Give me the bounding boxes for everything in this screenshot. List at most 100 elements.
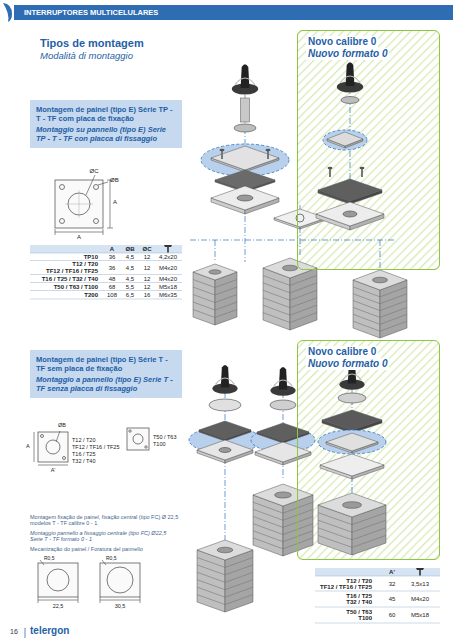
cell-joint <box>263 275 317 285</box>
dimension-line <box>65 204 93 205</box>
cell-joint <box>263 290 317 300</box>
outline <box>38 432 68 462</box>
knob-handle <box>279 367 287 390</box>
cell-joint <box>353 301 407 311</box>
cell-joint <box>263 298 317 308</box>
table-text: 68 <box>109 284 116 291</box>
part-face <box>316 202 384 226</box>
table-rule <box>30 282 182 283</box>
dimension-line <box>40 560 44 565</box>
table-text: 36 <box>109 265 116 272</box>
cell-joint <box>253 538 313 549</box>
table-text: T100 <box>358 615 372 622</box>
ring-nut <box>270 400 296 410</box>
table-text: 3,5x13 <box>411 581 429 588</box>
axis-line <box>225 392 226 540</box>
cell-joint <box>197 580 253 590</box>
table-text: 108 <box>107 292 117 299</box>
table-text: TF12 / TF16 / TF25 <box>72 444 119 450</box>
dimension-line <box>140 597 141 603</box>
hole <box>145 446 147 448</box>
cell-joint <box>193 287 237 295</box>
cell-joint <box>353 307 407 317</box>
italian-text: Montaggio su pannello (tipo E) Serie TP … <box>36 125 176 143</box>
table-text: ØB <box>58 422 66 428</box>
table-text: TF12 / TF16 / TF25 <box>46 268 98 275</box>
cell-joint <box>253 509 313 520</box>
italian-text: Montaggio a pannello (tipo E) Serie T - … <box>36 375 176 393</box>
table-text: T16 / T25 / T32 / T40 <box>42 276 98 283</box>
screw-head <box>360 167 365 169</box>
table-text: 4,5 <box>126 254 134 261</box>
part-face <box>193 264 237 280</box>
table-rule <box>315 591 440 592</box>
cell-joint <box>197 595 253 605</box>
table-rule <box>30 260 182 261</box>
outline <box>127 428 149 450</box>
dimension-line <box>103 229 104 235</box>
part-face <box>255 442 311 462</box>
page-title: Tipos de montagem <box>40 37 144 50</box>
table-text: A' <box>51 467 56 473</box>
knob-skirt <box>274 380 293 386</box>
part-face <box>197 440 253 460</box>
panel-highlight <box>318 430 386 454</box>
hole <box>107 567 133 593</box>
cell-joint <box>253 502 313 513</box>
mounting-box: Montagem de painel (tipo E) Série TP - T… <box>30 100 182 148</box>
part-face <box>326 433 378 451</box>
table-text: 48 <box>109 276 116 283</box>
knob-handle <box>241 64 250 88</box>
table-rule <box>315 607 440 608</box>
hatch-ground <box>297 30 440 270</box>
outline <box>38 563 78 597</box>
table-text: TF12 / TF16 / TF25 <box>320 584 372 591</box>
screw <box>221 150 223 159</box>
hole <box>133 434 143 444</box>
axis-line <box>190 240 395 241</box>
cell-joint <box>353 287 407 297</box>
table-text: T16 / T25 <box>346 593 372 600</box>
dimension-line <box>56 431 60 442</box>
table-text: 12 <box>144 276 151 283</box>
cell-joint <box>318 513 386 525</box>
table-rule <box>30 274 182 275</box>
dimension-line <box>110 180 111 228</box>
note-text: Montagem fixação de painel, fixação cent… <box>30 514 180 527</box>
table-text: M6x35 <box>159 292 177 299</box>
dimension-line <box>38 597 39 603</box>
screw-head <box>328 167 333 169</box>
table-text: 4,2x20 <box>159 254 177 261</box>
part-face <box>322 410 382 430</box>
hole <box>46 440 60 454</box>
part-face <box>211 146 279 170</box>
table-text: 12 <box>144 284 151 291</box>
dimension-line <box>98 182 108 185</box>
table-text: ØC <box>143 246 152 253</box>
part-face <box>211 186 279 210</box>
table-text: T200 <box>84 292 98 299</box>
dimension-line <box>55 229 56 235</box>
cell-joint <box>353 314 407 324</box>
table-text: T12 / T20 <box>72 437 95 443</box>
cell-joint <box>253 524 313 535</box>
table-text: TP10 <box>84 254 98 261</box>
cell-joint <box>353 321 407 331</box>
cell-joint <box>318 520 386 532</box>
table-rule <box>315 576 440 577</box>
table-text: 16 <box>10 628 18 636</box>
dimension-line <box>55 232 103 233</box>
table-text: 36 <box>109 254 116 261</box>
table-text: A <box>110 246 114 253</box>
knob-skirt <box>340 76 360 83</box>
hole <box>63 457 66 460</box>
heading-text: Montagem de painel (tipo E) Série TP - T… <box>36 105 176 123</box>
brand-logo: telergon <box>30 625 69 637</box>
table-text: A' <box>389 569 395 576</box>
ring-nut <box>209 399 241 411</box>
cell-joint <box>318 535 386 547</box>
table-text: A <box>77 234 81 241</box>
table-text: 12 <box>144 254 151 261</box>
